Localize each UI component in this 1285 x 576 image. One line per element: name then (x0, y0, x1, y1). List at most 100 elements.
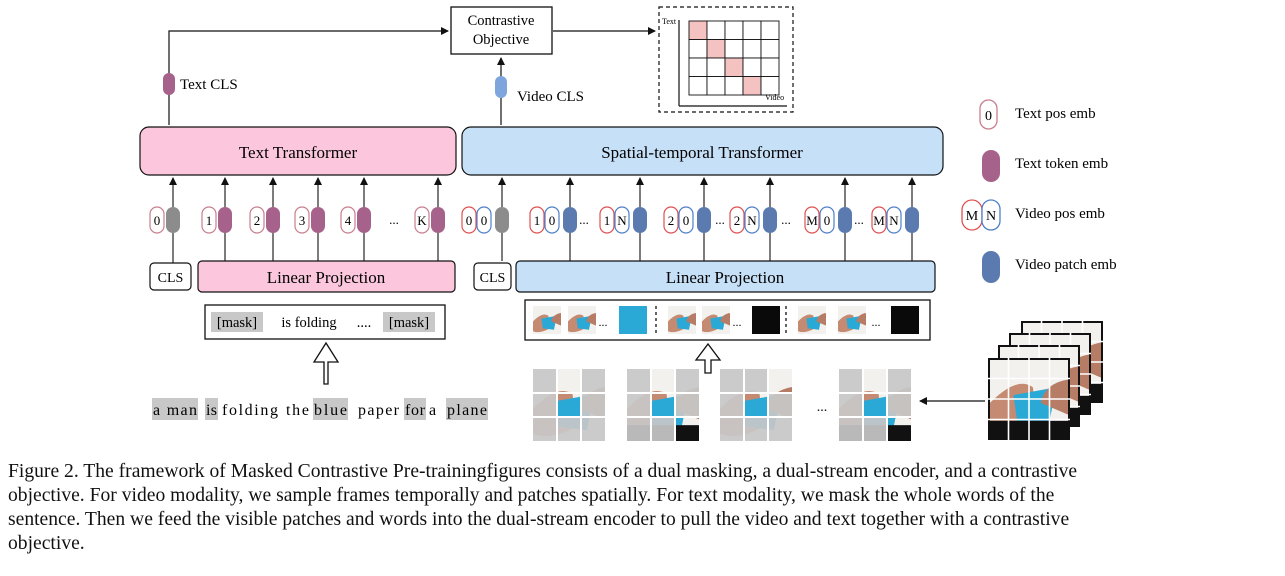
video-pos-emb-n (614, 206, 630, 234)
video-pos-emb-n (544, 206, 560, 234)
video-patch (619, 306, 647, 334)
text-cls-emb (166, 207, 180, 233)
video-pos-emb-n (476, 206, 492, 234)
legend-symbol: M (966, 209, 979, 224)
video-cls-token (495, 76, 507, 98)
caption-line-1: Figure 2. The framework of Masked Contra… (8, 461, 1078, 482)
matrix-cell (724, 39, 744, 59)
masked-word-bg (152, 398, 198, 420)
masked-patch (581, 369, 605, 393)
masked-patch (557, 417, 581, 441)
sentence-word: is (206, 402, 217, 419)
video-pos-emb-m (529, 206, 545, 234)
legend-item-video-patch: Video patch emb (982, 251, 1117, 283)
masked-patch (744, 369, 768, 393)
video-pos-label-m: M (806, 213, 818, 228)
text-pos-label: 0 (154, 213, 161, 228)
caption-line-2: objective. For video modality, we sample… (8, 485, 1055, 506)
video-transformer: Spatial-temporal Transformer (461, 126, 944, 176)
legend-label: Text pos emb (1015, 106, 1096, 122)
matrix-cell (724, 20, 744, 40)
text-transformer-label: Text Transformer (239, 143, 358, 162)
video-patch (702, 306, 730, 334)
masked-patch (768, 417, 792, 441)
matrix-cell (724, 76, 744, 96)
visible-words: is folding (281, 315, 336, 331)
video-patch-emb (563, 207, 577, 233)
video-pos-emb-m (804, 206, 820, 234)
text-pos-emb (201, 206, 217, 234)
video-cls-emb (495, 207, 509, 233)
masked-patch (675, 369, 699, 393)
video-cls-label: Video CLS (517, 89, 584, 105)
video-pos-label-n: 0 (683, 213, 690, 228)
sentence-word: plane (447, 402, 487, 419)
text-pos-emb (340, 206, 356, 234)
text-pos-label: 4 (345, 213, 352, 228)
text-cls-input: CLS (149, 262, 192, 291)
token-ellipsis: ... (854, 212, 864, 227)
masked-patch (533, 369, 557, 393)
masked-patch (627, 417, 651, 441)
video-pos-label-m: 0 (466, 213, 473, 228)
masked-patch (744, 417, 768, 441)
legend-symbol: N (986, 209, 996, 224)
hand-shape (816, 313, 826, 326)
masked-word-bg (446, 398, 488, 420)
video-pos-emb-m (871, 206, 887, 234)
video-pos-emb-n (744, 206, 760, 234)
masked-text-input: [mask] is folding .... [mask] (204, 304, 446, 340)
text-token-emb (311, 207, 325, 233)
video-patch (838, 306, 866, 334)
text-token-emb (218, 207, 232, 233)
text-transformer: Text Transformer (139, 126, 457, 176)
matrix-cell (688, 57, 708, 77)
masked-dots: .... (357, 315, 372, 331)
video-patch (533, 306, 561, 334)
video-pos-label-n: 0 (549, 213, 556, 228)
video-patch-strip: ......... (524, 299, 931, 341)
video-pos-emb-m (663, 206, 679, 234)
masked-frame (839, 369, 911, 441)
matrix-cell (742, 76, 762, 96)
matrix-cell (742, 20, 762, 40)
video-patch (568, 306, 596, 334)
matrix-cell (688, 39, 708, 59)
masked-patch (720, 393, 744, 417)
video-pos-label-m: 2 (734, 213, 741, 228)
video-pos-label-m: 2 (668, 213, 675, 228)
masked-patch (768, 393, 792, 417)
matrix-cell (760, 20, 780, 40)
matrix-cell (688, 20, 708, 40)
hand-shape (551, 313, 561, 326)
video-pos-label-n: N (747, 213, 757, 228)
legend-text-pos-icon (979, 99, 998, 130)
framework-diagram: Contrastive Objective Text Video Text CL… (139, 6, 1117, 441)
video-patch-emb (633, 207, 647, 233)
hand-shape (1040, 379, 1068, 415)
matrix-y-label: Text (662, 17, 677, 26)
hand-shape (586, 313, 596, 326)
sentence-word: a (429, 402, 436, 419)
masked-patch (887, 369, 911, 393)
legend-video-patch-icon (982, 251, 1000, 283)
patch-ellipsis: ... (733, 315, 742, 329)
matrix-cell (760, 39, 780, 59)
masked-patch (887, 393, 911, 417)
text-linear-projection-label: Linear Projection (267, 268, 386, 287)
legend-item-text-token: Text token emb (982, 150, 1108, 182)
masked-patch (839, 393, 863, 417)
sentence-word: folding (222, 402, 278, 419)
patch-ellipsis: ... (872, 315, 881, 329)
matrix-x-label: Video (765, 93, 784, 102)
matrix-cell (760, 76, 780, 96)
video-pos-label-n: N (889, 213, 899, 228)
masked-patch (675, 393, 699, 417)
matrix-cell (706, 20, 726, 40)
text-token-emb (431, 207, 445, 233)
masked-patch (533, 417, 557, 441)
video-patch (891, 306, 919, 334)
video-pos-label-n: N (617, 213, 627, 228)
